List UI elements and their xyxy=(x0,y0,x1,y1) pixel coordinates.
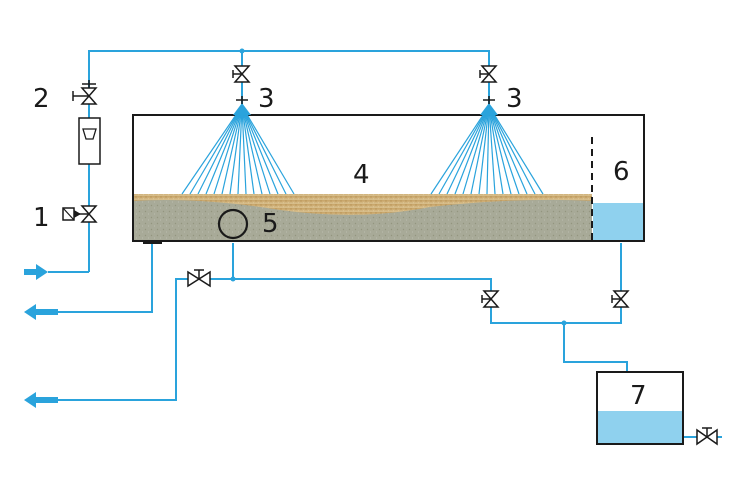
arrow-right-icon xyxy=(24,264,48,280)
label-valve-1: 1 xyxy=(33,203,50,233)
flow-meter-icon xyxy=(78,117,101,165)
gate-valve-icon[interactable] xyxy=(611,290,630,308)
nozzle-connector xyxy=(236,96,495,104)
gate-valve-icon[interactable] xyxy=(187,269,211,288)
hand-valve-icon[interactable] xyxy=(72,80,98,105)
gate-valve-icon[interactable] xyxy=(696,427,718,446)
gate-valve-icon[interactable] xyxy=(481,290,500,308)
collection-tank xyxy=(596,371,684,445)
arrow-left-icon xyxy=(24,392,58,408)
gate-valve-icon[interactable] xyxy=(479,65,498,83)
label-sample-point: 5 xyxy=(262,209,279,239)
label-collection-tank: 7 xyxy=(630,381,647,411)
spray-nozzle-left xyxy=(181,103,295,195)
chamber xyxy=(132,114,645,244)
label-valve-2: 2 xyxy=(33,84,50,114)
solenoid-valve-icon[interactable] xyxy=(62,205,98,223)
label-nozzle-left: 3 xyxy=(258,84,275,114)
label-nozzle-right: 3 xyxy=(506,84,523,114)
drain-pipes xyxy=(52,243,722,438)
spray-nozzle-right xyxy=(430,103,544,195)
arrow-left-icon xyxy=(24,304,58,320)
sample-point-marker xyxy=(217,208,249,240)
label-overflow-compartment: 6 xyxy=(613,157,630,187)
gate-valve-icon[interactable] xyxy=(232,65,251,83)
label-chamber: 4 xyxy=(353,160,370,190)
